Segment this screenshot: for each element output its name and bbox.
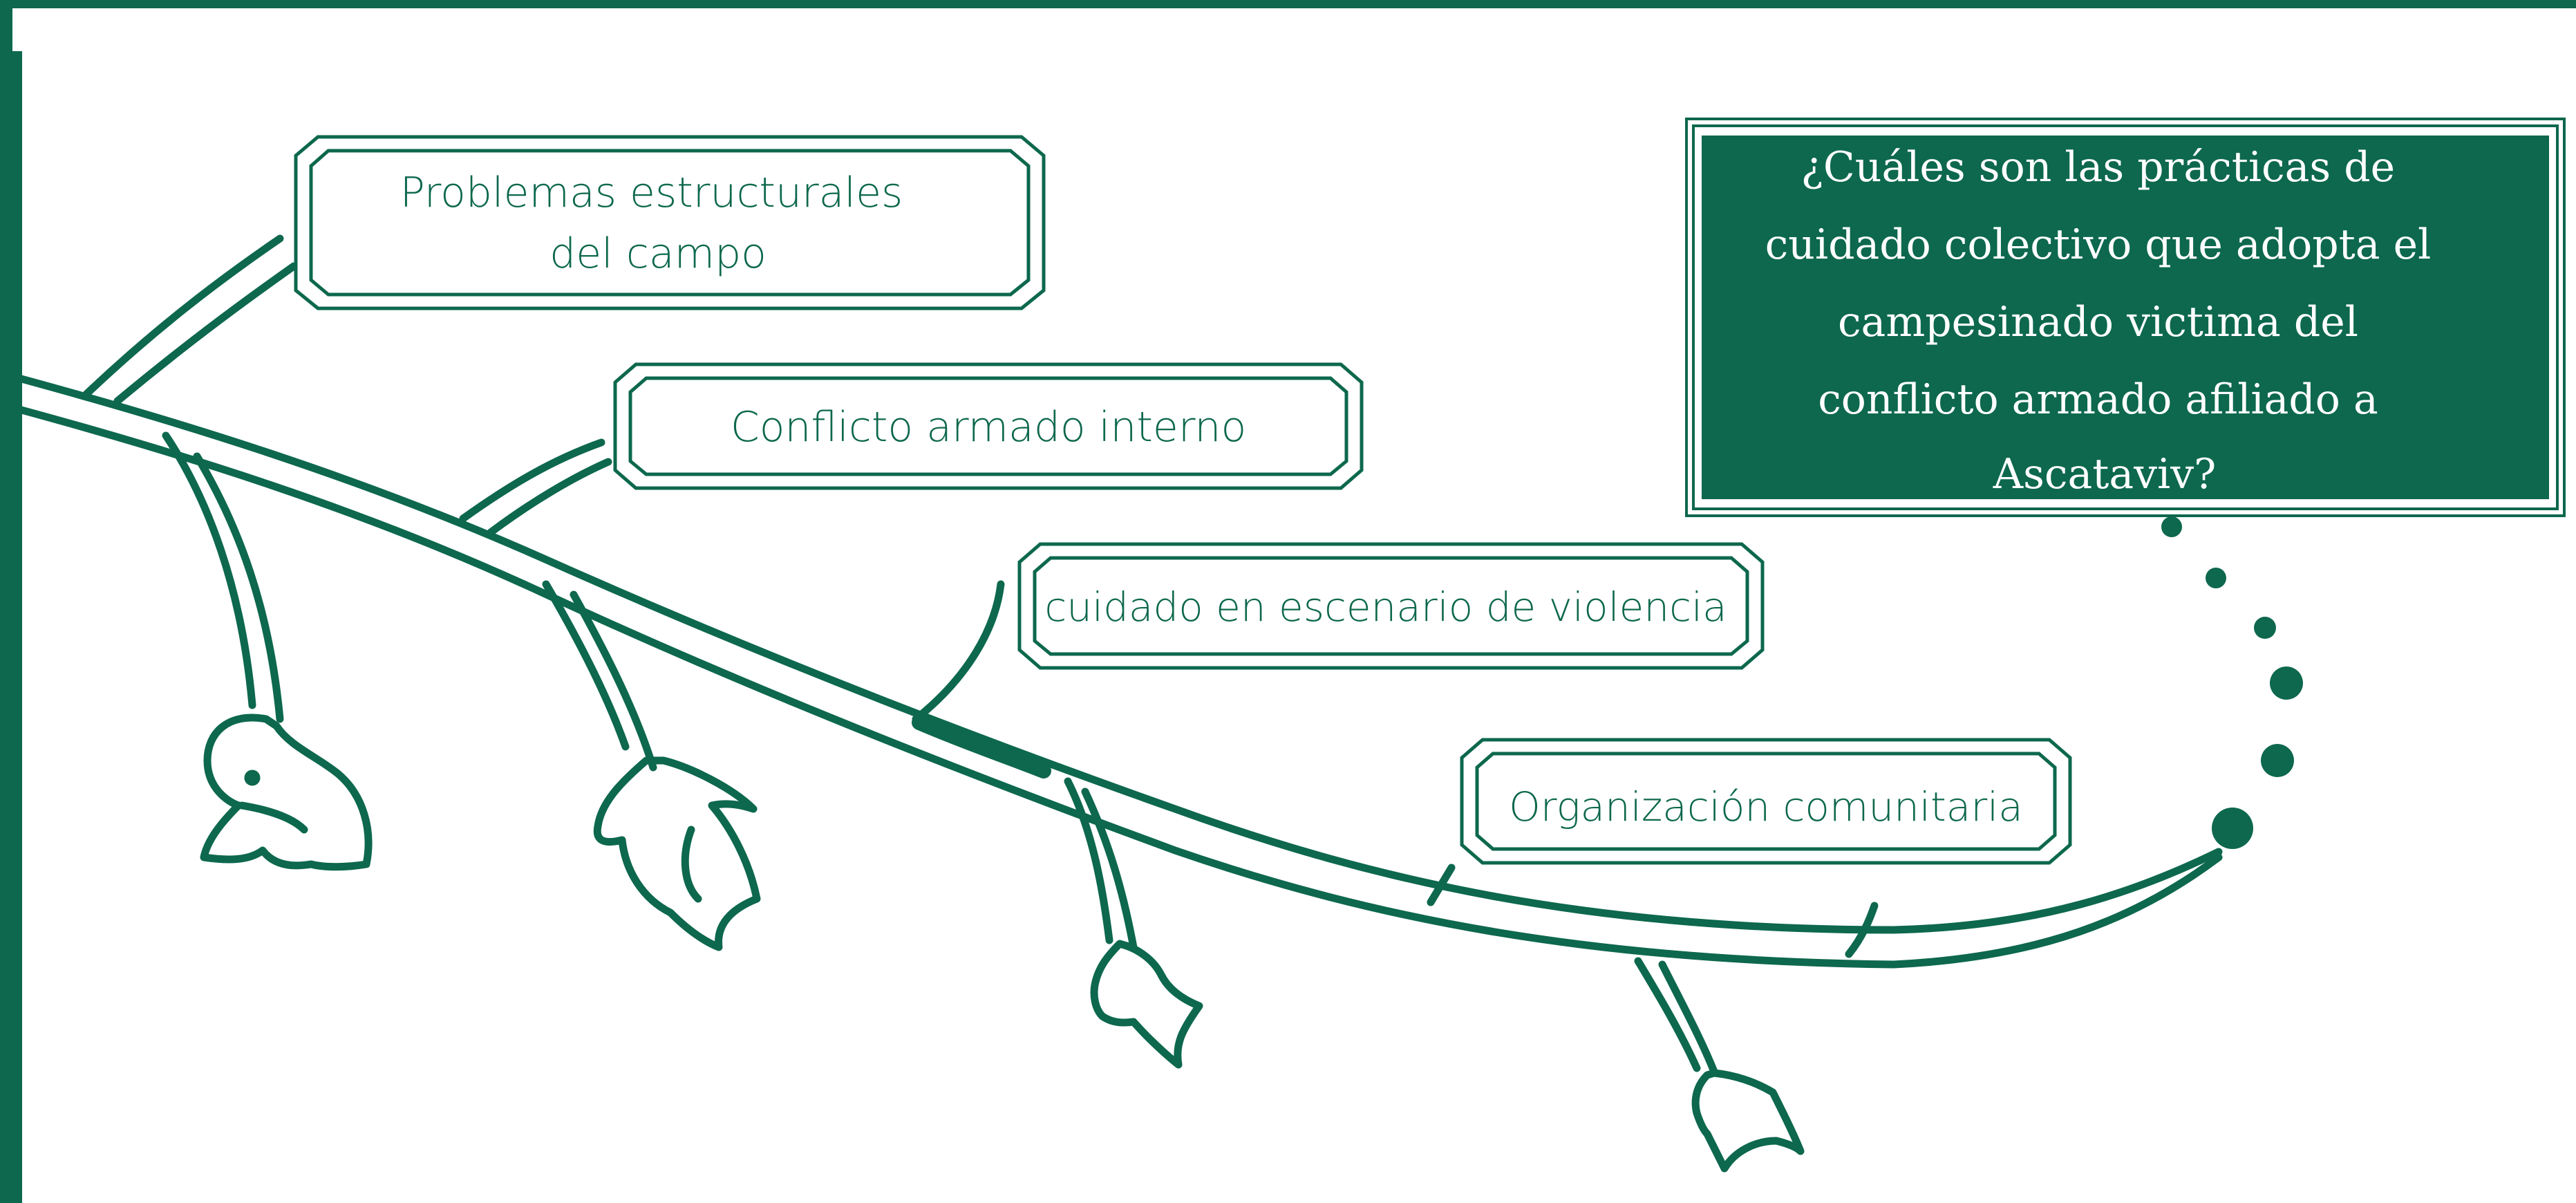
- stem-4-b: [1658, 960, 1718, 1076]
- label-conflicto-text: Conflicto armado interno: [731, 403, 1246, 451]
- twig-3: [912, 580, 1005, 723]
- twig-2-a: [459, 438, 605, 523]
- label-cuidado-text: cuidado en escenario de violencia: [1044, 584, 1727, 631]
- stem-3-b: [1081, 787, 1138, 951]
- label-box-organizacion: Organización comunitaria: [1460, 738, 2072, 865]
- flower-1: [200, 714, 373, 871]
- question-line-4: conflicto armado afiliado a: [1818, 375, 2378, 424]
- label-box-problemas-inner: [309, 149, 1031, 297]
- label-box-organizacion-inner: [1475, 752, 2057, 851]
- flower-4: [1691, 1069, 1805, 1173]
- question-box-fill: [1702, 136, 2549, 499]
- twig-1-a: [82, 234, 284, 398]
- connector-dot-2: [2206, 568, 2226, 588]
- flower-2: [593, 756, 761, 951]
- twig-2-b: [487, 458, 612, 537]
- stem-1-a: [162, 431, 256, 709]
- label-box-conflicto: Conflicto armado interno: [613, 362, 1364, 490]
- connector-dot-6: [2212, 808, 2253, 849]
- stem-4-a: [1634, 957, 1701, 1072]
- question-text: ¿Cuáles son las prácticas de cuidado col…: [1765, 143, 2445, 498]
- question-box-frame-outer: [1685, 118, 2566, 517]
- label-box-cuidado-inner: [1033, 556, 1749, 656]
- label-box-problemas: Problemas estructurales del campo: [294, 135, 1046, 310]
- frame-left-inner: [12, 51, 22, 1203]
- question-box-frame-inner: [1692, 124, 2559, 510]
- twig-1-b: [113, 262, 298, 405]
- label-problemas-line-2: del campo: [549, 230, 767, 278]
- label-problemas-text: Problemas estructurales del campo: [400, 169, 916, 278]
- question-line-1: ¿Cuáles son las prácticas de: [1801, 143, 2395, 192]
- stem-2-b: [570, 590, 657, 772]
- connector-dot-5: [2261, 744, 2294, 777]
- question-line-5: Ascataviv?: [1993, 450, 2217, 498]
- label-box-cuidado-outer: [1017, 542, 1765, 670]
- connector-dot-3: [2254, 617, 2276, 639]
- connector-dot-4: [2270, 666, 2303, 700]
- main-branch: [10, 373, 2223, 969]
- stem-2-a: [542, 580, 630, 751]
- main-branch-lower: [10, 404, 2223, 969]
- connector-dot-1: [2161, 516, 2182, 537]
- label-box-conflicto-outer: [613, 362, 1364, 490]
- label-organizacion-text: Organización comunitaria: [1509, 783, 2023, 830]
- frame-top: [0, 0, 2576, 8]
- twig-5: [1845, 902, 1879, 958]
- flower-3: [1090, 940, 1203, 1069]
- question-line-3: campesinado victima del: [1838, 298, 2358, 346]
- stem-1-b: [193, 452, 284, 723]
- label-box-organizacion-outer: [1460, 738, 2072, 865]
- main-branch-knot: [912, 715, 1051, 778]
- stems: [162, 431, 1718, 1076]
- frame-left: [0, 0, 12, 1203]
- label-box-problemas-outer: [294, 135, 1046, 310]
- label-problemas-line-1: Problemas estructurales: [400, 169, 903, 217]
- main-branch-upper: [10, 373, 2223, 934]
- question-line-2: cuidado colectivo que adopta el: [1765, 221, 2432, 269]
- question-box: ¿Cuáles son las prácticas de cuidado col…: [1685, 118, 2566, 517]
- dotted-connector: [2161, 516, 2303, 849]
- twig-4: [1427, 864, 1456, 906]
- label-box-cuidado: cuidado en escenario de violencia: [1017, 542, 1765, 670]
- stem-3-a: [1064, 777, 1113, 944]
- label-box-conflicto-inner: [628, 376, 1348, 476]
- twigs: [82, 234, 1879, 958]
